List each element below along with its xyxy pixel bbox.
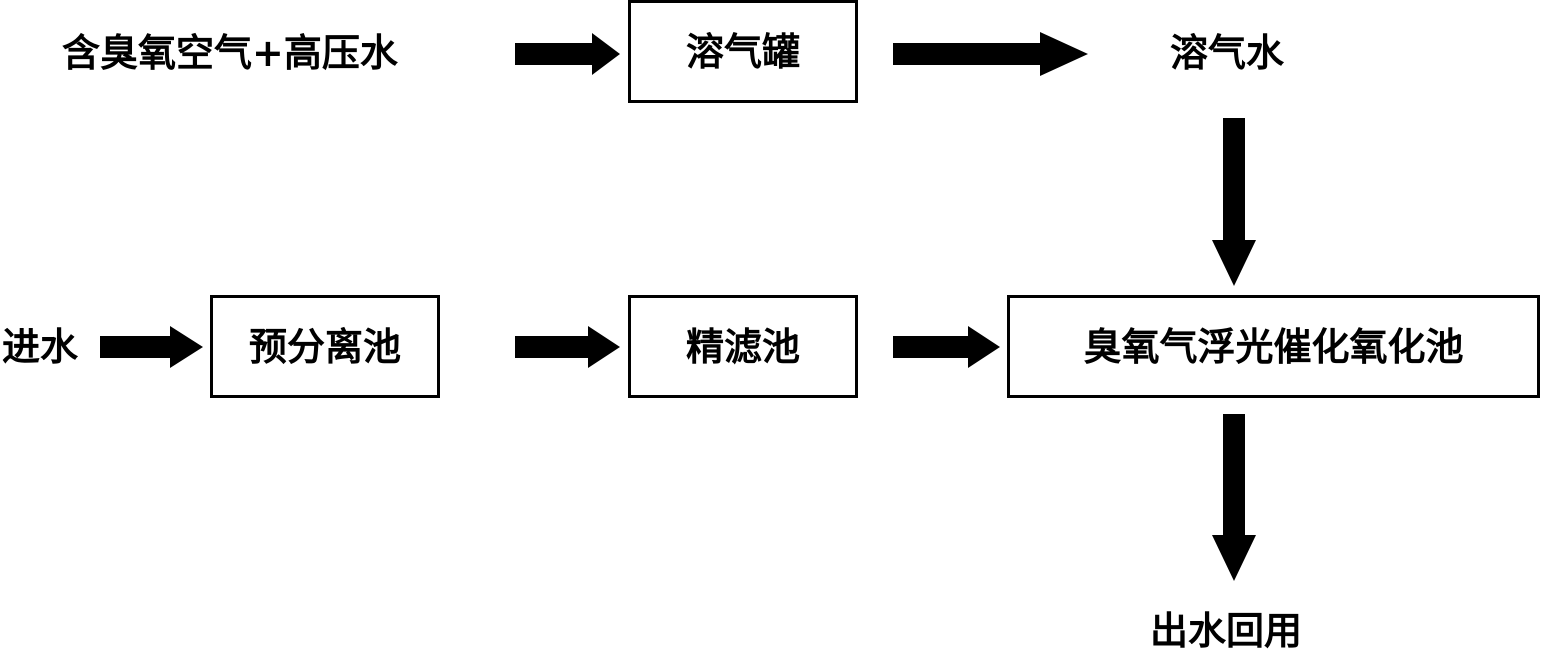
effluent-reuse-label: 出水回用 <box>1150 609 1303 653</box>
inlet-water-label: 进水 <box>2 325 79 369</box>
pre-separation-tank-label: 预分离池 <box>248 324 401 369</box>
ozone-flotation-photocatalytic-tank-label: 臭氧气浮光催化氧化池 <box>1083 324 1464 369</box>
arrow-main-tank-down-to-effluent <box>1212 414 1256 581</box>
dissolved-air-water-label: 溶气水 <box>1170 31 1285 75</box>
arrow-water-down-to-main-tank <box>1212 118 1256 286</box>
arrow-input-to-tank <box>515 33 620 75</box>
arrow-fine-filter-to-main-tank <box>893 326 1000 368</box>
dissolved-air-tank-box: 溶气罐 <box>628 0 858 103</box>
dissolved-air-tank-label: 溶气罐 <box>685 29 800 74</box>
fine-filter-tank-label: 精滤池 <box>685 324 800 369</box>
arrow-pre-separation-to-fine-filter <box>515 326 620 368</box>
arrow-inlet-to-pre-separation <box>100 326 203 368</box>
fine-filter-tank-box: 精滤池 <box>628 295 858 398</box>
ozone-flotation-photocatalytic-tank-box: 臭氧气浮光催化氧化池 <box>1007 295 1540 398</box>
input-air-water-label: 含臭氧空气+高压水 <box>62 31 398 75</box>
arrow-tank-to-water <box>893 32 1088 76</box>
pre-separation-tank-box: 预分离池 <box>210 295 440 398</box>
